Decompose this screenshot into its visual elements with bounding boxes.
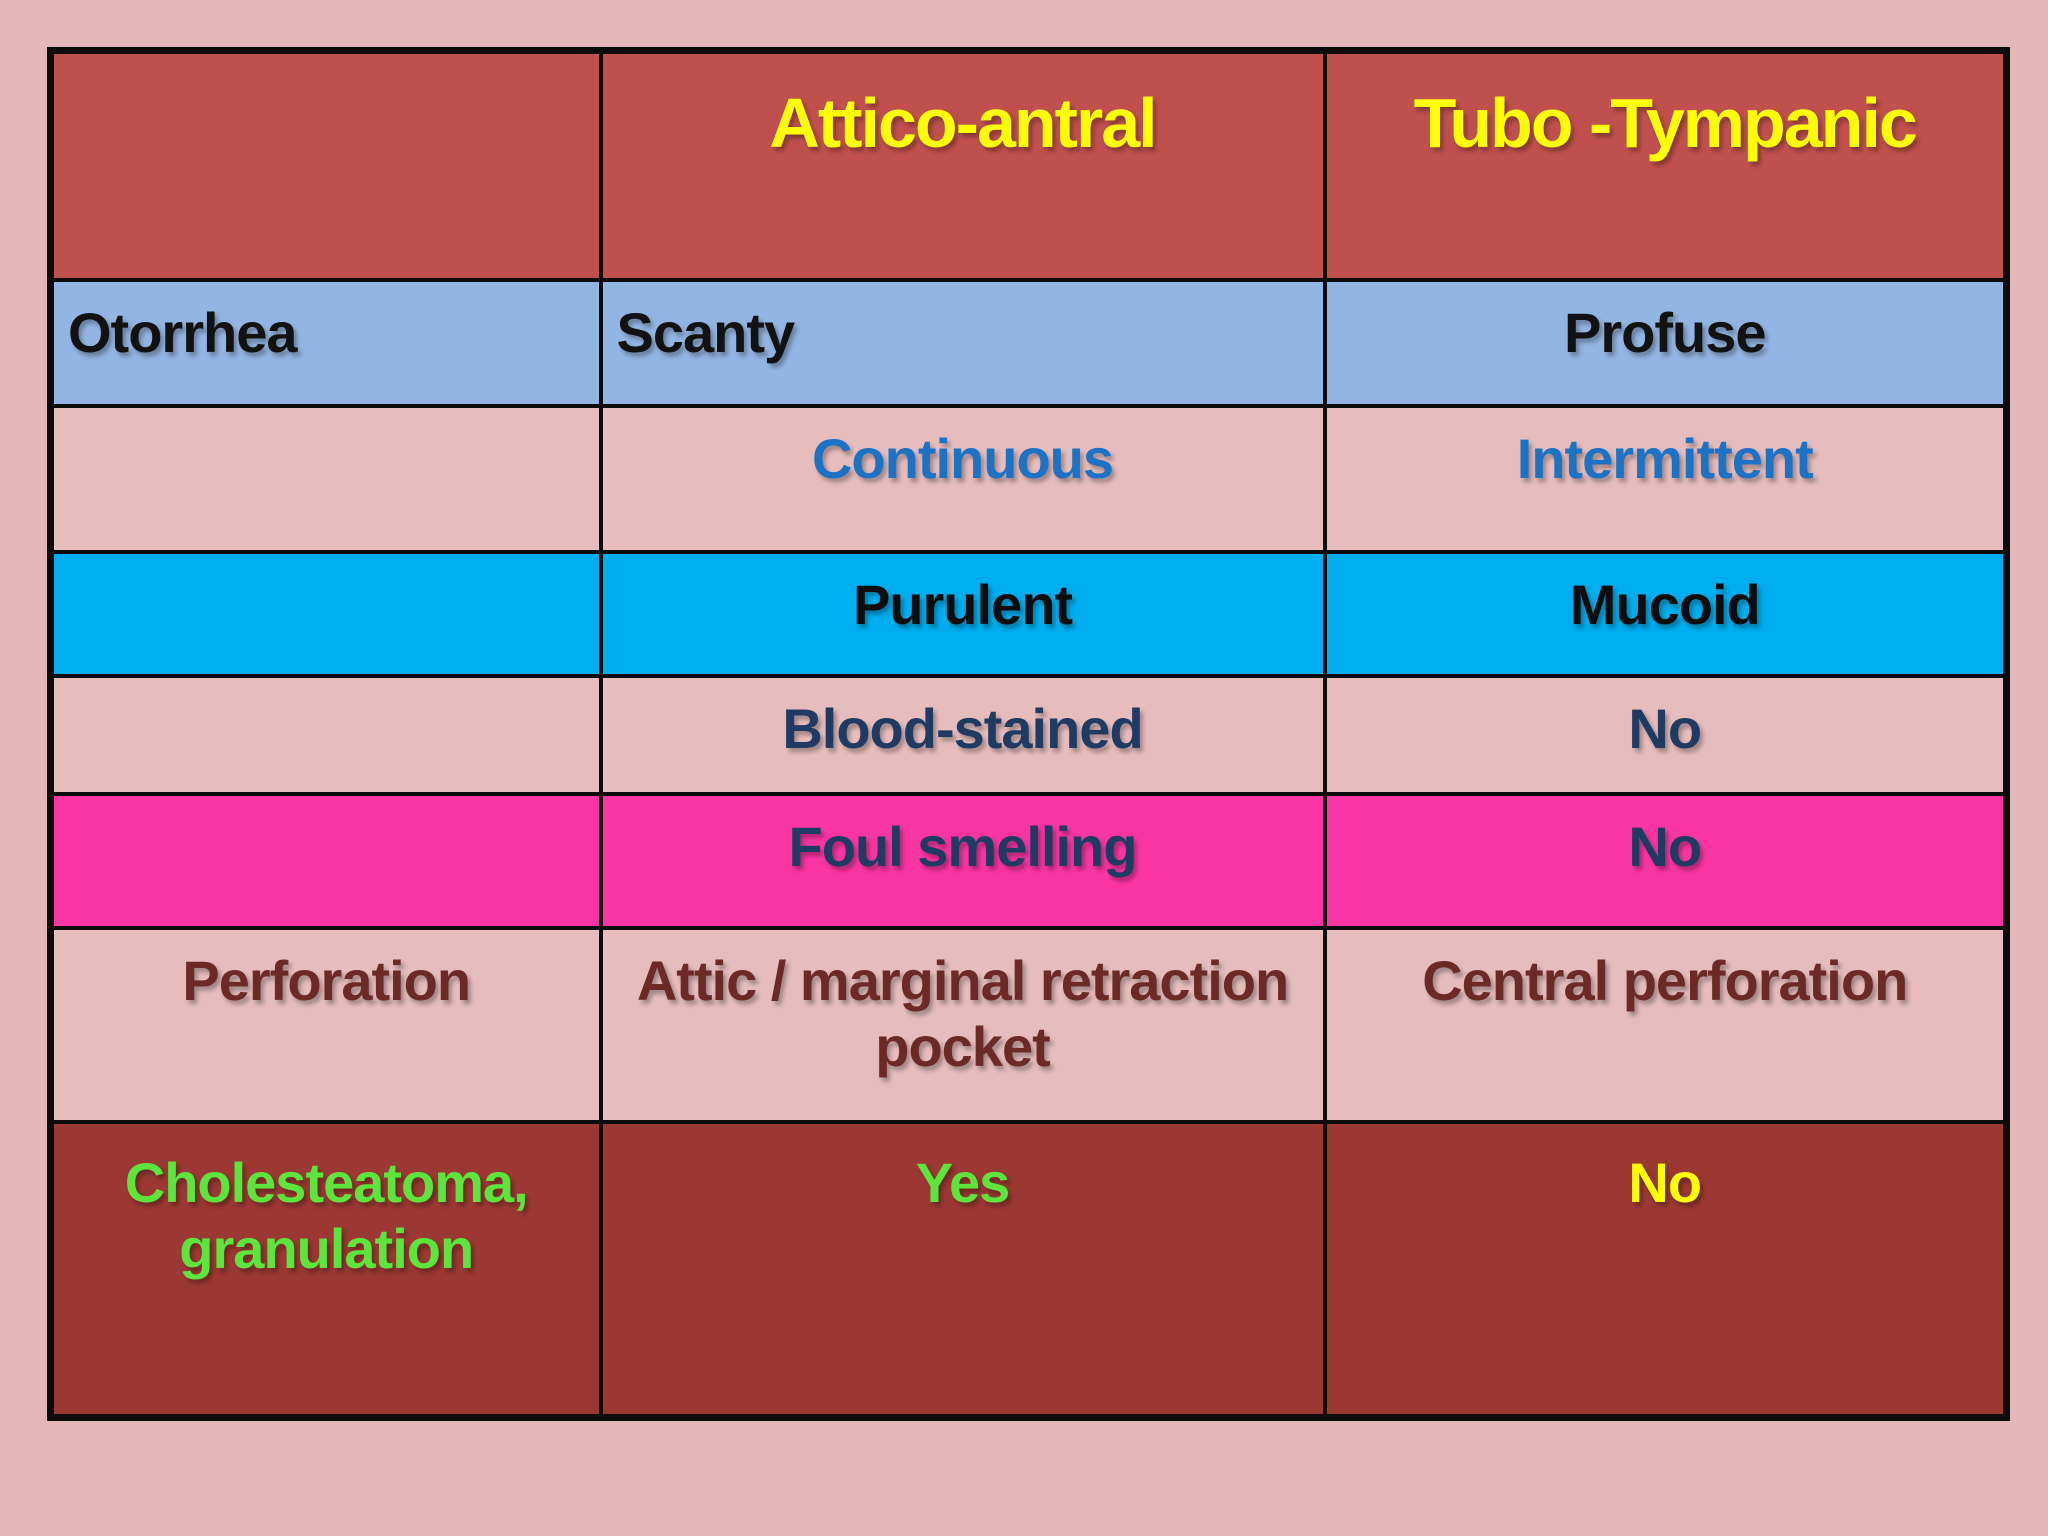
cell-discharge-label bbox=[48, 549, 603, 678]
comparison-table: Attico-antral Tubo -Tympanic Otorrhea Sc… bbox=[47, 47, 2010, 1421]
cell-discharge-tubo: Mucoid bbox=[1322, 549, 2009, 678]
header-cell-empty bbox=[48, 48, 603, 282]
row-otorrhea: Otorrhea Scanty Profuse bbox=[48, 277, 2009, 408]
cell-blood-tubo: No bbox=[1322, 673, 2009, 796]
cell-foul-tubo: No bbox=[1322, 791, 2009, 930]
cell-blood-label bbox=[48, 673, 603, 796]
cell-otorrhea-tubo: Profuse bbox=[1322, 277, 2009, 408]
cell-continuity-tubo: Intermittent bbox=[1322, 403, 2009, 554]
cell-cholesteatoma-label: Cholesteatoma, granulation bbox=[48, 1119, 603, 1420]
cell-foul-attico: Foul smelling bbox=[598, 791, 1327, 930]
cell-foul-label bbox=[48, 791, 603, 930]
row-cholesteatoma: Cholesteatoma, granulation Yes No bbox=[48, 1119, 2009, 1420]
cell-blood-attico: Blood-stained bbox=[598, 673, 1327, 796]
cell-perforation-tubo: Central perforation bbox=[1322, 925, 2009, 1124]
cell-cholesteatoma-attico: Yes bbox=[598, 1119, 1327, 1420]
row-perforation: Perforation Attic / marginal retraction … bbox=[48, 925, 2009, 1124]
row-foul-smelling: Foul smelling No bbox=[48, 791, 2009, 930]
cell-cholesteatoma-tubo: No bbox=[1322, 1119, 2009, 1420]
cell-continuity-attico: Continuous bbox=[598, 403, 1327, 554]
header-row: Attico-antral Tubo -Tympanic bbox=[48, 48, 2009, 282]
cell-otorrhea-label: Otorrhea bbox=[48, 277, 603, 408]
cell-continuity-label bbox=[48, 403, 603, 554]
header-cell-attico-antral: Attico-antral bbox=[598, 48, 1327, 282]
cell-otorrhea-attico: Scanty bbox=[598, 277, 1327, 408]
row-blood-stained: Blood-stained No bbox=[48, 673, 2009, 796]
row-discharge-character: Purulent Mucoid bbox=[48, 549, 2009, 678]
cell-perforation-attico: Attic / marginal retraction pocket bbox=[598, 925, 1327, 1124]
cell-perforation-label: Perforation bbox=[48, 925, 603, 1124]
cell-discharge-attico: Purulent bbox=[598, 549, 1327, 678]
row-continuity: Continuous Intermittent bbox=[48, 403, 2009, 554]
header-cell-tubo-tympanic: Tubo -Tympanic bbox=[1322, 48, 2009, 282]
